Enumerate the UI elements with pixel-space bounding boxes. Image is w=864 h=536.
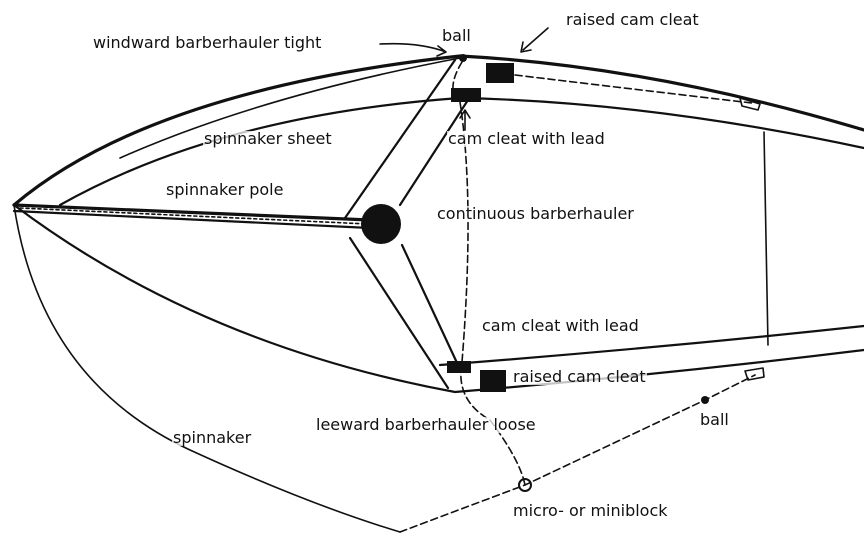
aft-sheet-top xyxy=(514,74,753,104)
fairlead-top xyxy=(739,97,761,111)
label-raised-cam-cleat-bottom: raised cam cleat xyxy=(512,367,647,386)
hull-bottom-inner xyxy=(438,324,864,367)
label-ball-top: ball xyxy=(441,26,472,45)
spinnaker-pole xyxy=(12,203,372,230)
micro-block xyxy=(518,478,532,492)
label-continuous-barberhauler: continuous barberhauler xyxy=(436,204,635,223)
hull-bottom-outer xyxy=(12,203,864,394)
arrow-windward-barberhauler xyxy=(379,42,447,57)
raised-cam-cleat-bottom xyxy=(480,370,506,392)
label-cam-cleat-lead-bottom: cam cleat with lead xyxy=(481,316,640,335)
label-block: micro- or miniblock xyxy=(512,501,669,520)
ball-top xyxy=(459,54,467,62)
fairlead-bottom xyxy=(744,367,765,381)
label-spinnaker: spinnaker xyxy=(172,428,253,447)
thwart-line xyxy=(763,131,769,346)
label-cam-cleat-lead-top: cam cleat with lead xyxy=(447,129,606,148)
arrow-cam-cleat-lead-top xyxy=(459,109,471,131)
arrow-raised-cam-cleat-top xyxy=(520,27,549,53)
raised-cam-cleat-top xyxy=(486,63,514,83)
ball-bottom xyxy=(701,396,709,404)
label-windward-barberhauler: windward barberhauler tight xyxy=(92,33,323,52)
hull-top-outer xyxy=(12,54,864,207)
cam-cleat-lead-bottom xyxy=(447,361,471,373)
label-ball-bottom: ball xyxy=(699,410,730,429)
mast xyxy=(361,204,401,244)
cam-cleat-lead-top xyxy=(451,88,481,102)
leeward-sheet-line xyxy=(399,374,756,533)
spinnaker-sheet-line xyxy=(119,57,461,159)
spinnaker-outline xyxy=(13,204,401,533)
label-leeward-barberhauler: leeward barberhauler loose xyxy=(315,415,537,434)
shroud-top xyxy=(343,58,470,220)
label-spinnaker-pole: spinnaker pole xyxy=(165,180,285,199)
shroud-bottom xyxy=(348,236,460,390)
label-raised-cam-cleat-top: raised cam cleat xyxy=(565,10,700,29)
label-spinnaker-sheet: spinnaker sheet xyxy=(203,129,333,148)
